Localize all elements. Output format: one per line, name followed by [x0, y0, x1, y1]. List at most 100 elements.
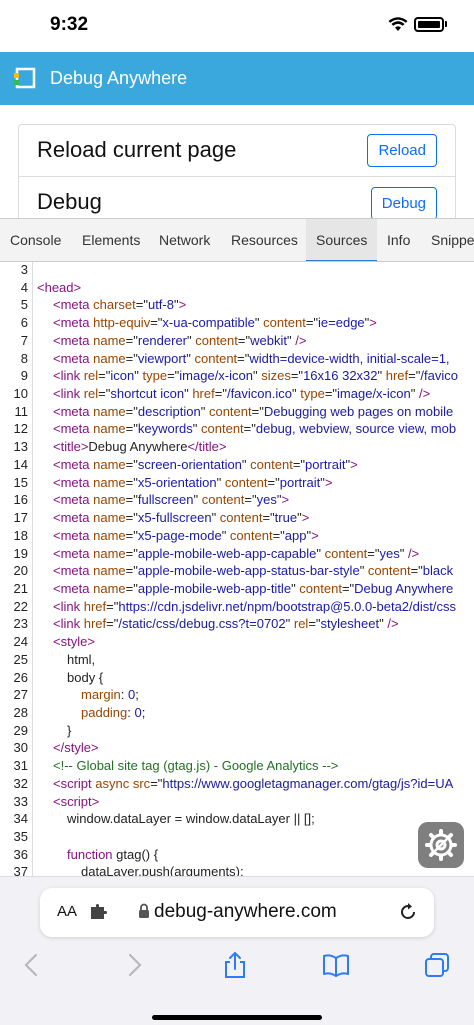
source-code: <meta name="keywords" content="debug, we… [53, 420, 456, 438]
code-token: content [224, 474, 268, 490]
source-code: html, [67, 651, 95, 669]
source-code: <link rel="icon" type="image/x-icon" siz… [53, 367, 458, 385]
address-bar[interactable]: AA debug-anywhere.com [40, 888, 434, 937]
source-line: 5<meta charset="utf-8"> [0, 296, 474, 314]
code-token: =" [150, 775, 163, 791]
line-number: 6 [20, 315, 28, 331]
code-token: apple-mobile-web-app-capable [137, 545, 317, 561]
extension-puzzle-icon[interactable] [90, 904, 108, 920]
text-size-button[interactable]: AA [57, 903, 78, 920]
code-token: =" [125, 492, 138, 508]
source-code: <meta name="x5-orientation" content="por… [53, 474, 332, 492]
settings-gear-button[interactable] [418, 822, 464, 868]
code-token: <style> [53, 634, 95, 650]
source-line: 18<meta name="x5-page-mode" content="app… [0, 527, 474, 545]
code-token: " [297, 510, 302, 526]
line-number: 9 [20, 368, 28, 384]
code-token: 0 [127, 687, 136, 703]
code-token: x-ua-compatible [162, 315, 255, 331]
source-line: 19<meta name="apple-mobile-web-app-capab… [0, 545, 474, 563]
tab-elements[interactable]: Elements [82, 232, 141, 248]
tab-console[interactable]: Console [10, 232, 62, 248]
source-line: 23<link href="/static/css/debug.css?t=07… [0, 615, 474, 633]
code-token: sizes [261, 368, 291, 384]
source-code: <script async src="https://www.googletag… [53, 775, 453, 793]
code-token: webkit [250, 332, 287, 348]
code-token: name [93, 350, 126, 366]
code-token: ; [141, 705, 146, 720]
line-number: 3 [20, 262, 28, 277]
code-token: portrait [279, 474, 321, 490]
code-token: name [93, 527, 126, 543]
code-token: " [187, 332, 196, 348]
source-code: body { [67, 669, 103, 687]
code-token: name [93, 403, 126, 419]
tabs-icon[interactable] [423, 951, 451, 979]
battery-tip [445, 21, 447, 27]
code-token: " [377, 368, 386, 384]
bookmarks-icon[interactable] [322, 951, 350, 979]
tab-info[interactable]: Info [387, 232, 411, 248]
code-token: /> [418, 386, 431, 402]
tab-resources[interactable]: Resources [231, 232, 298, 248]
browser-toolbar: AA debug-anywhere.com [0, 876, 474, 1025]
code-token: portrait [305, 456, 346, 472]
code-token: " [320, 474, 325, 490]
code-token: content [219, 510, 263, 526]
code-token: =" [98, 386, 111, 402]
forward-arrow-icon[interactable] [120, 951, 148, 979]
code-token: yes [379, 545, 400, 561]
code-token: " [200, 403, 209, 419]
tab-snippets[interactable]: Snippets [431, 232, 474, 248]
line-number: 29 [13, 722, 28, 738]
code-token: name [93, 474, 126, 490]
source-line: 31<!-- Global site tag (gtag.js) - Googl… [0, 757, 474, 775]
code-token: name [93, 580, 126, 596]
source-code: <style> [53, 633, 95, 651]
source-line: 16<meta name="fullscreen" content="yes"> [0, 491, 474, 509]
code-token: : [127, 705, 135, 720]
source-line: 12<meta name="keywords" content="debug, … [0, 420, 474, 438]
code-token: =" [272, 527, 285, 543]
source-code: function gtag() { [67, 846, 158, 864]
line-number: 7 [20, 332, 28, 348]
debug-button[interactable]: Debug [370, 187, 437, 220]
code-token: " [364, 315, 370, 331]
code-token: =" [214, 386, 227, 402]
code-token: " [241, 456, 251, 472]
code-token: " [399, 545, 408, 561]
code-token: " [134, 368, 143, 384]
code-token: padding [81, 705, 128, 720]
share-icon[interactable] [221, 951, 249, 979]
code-token: type [142, 368, 168, 384]
code-token: https://www.googletagmanager.com/gtag/js… [162, 775, 454, 791]
url-text[interactable]: debug-anywhere.com [154, 901, 337, 922]
code-token: : [120, 687, 128, 703]
reload-icon[interactable] [398, 902, 418, 922]
source-code: <meta name="description" content="Debugg… [53, 403, 453, 421]
code-token: content [324, 545, 368, 561]
code-token: utf-8 [147, 297, 174, 313]
tab-network[interactable]: Network [159, 232, 211, 248]
reload-button[interactable]: Reload [367, 134, 437, 167]
code-token: ie=edge [318, 315, 365, 331]
code-token: " [193, 492, 202, 508]
back-arrow-icon[interactable] [18, 951, 46, 979]
code-token: =" [251, 403, 264, 419]
code-token: name [93, 456, 126, 472]
home-indicator [152, 1015, 322, 1020]
line-number: 35 [13, 829, 28, 845]
source-line: 3 [0, 262, 474, 279]
code-token: /favicon.ico [226, 386, 292, 402]
code-token: > [281, 492, 290, 508]
code-token: <link [53, 386, 84, 402]
lock-icon [139, 903, 149, 918]
tab-sources[interactable]: Sources [306, 219, 377, 261]
line-number: 27 [13, 687, 28, 703]
code-token: https://cdn.jsdelivr.net/npm/bootstrap@5… [118, 598, 456, 614]
code-token: icon [110, 368, 135, 384]
source-line: 11<meta name="description" content="Debu… [0, 403, 474, 421]
line-number: 17 [13, 510, 28, 526]
